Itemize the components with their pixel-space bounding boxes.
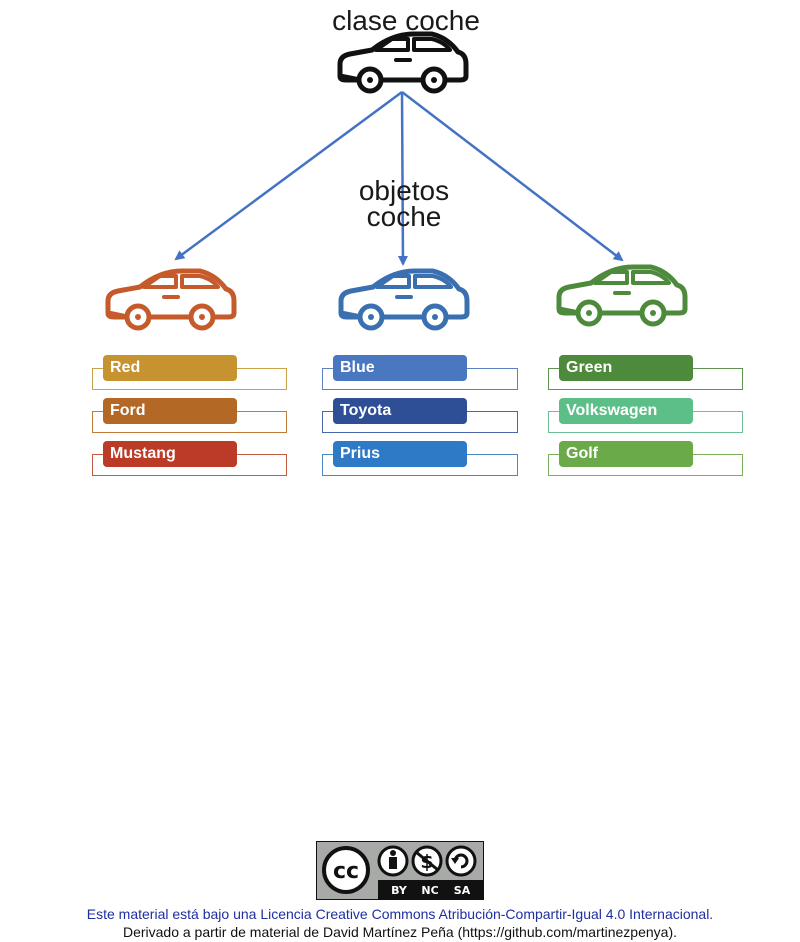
cc-by-nc-sa-badge[interactable]: cc $ BY NC SA bbox=[316, 841, 484, 900]
badge-label-by: BY bbox=[391, 884, 408, 897]
attribute-tag: Ford bbox=[103, 398, 237, 424]
class-car-icon bbox=[340, 34, 466, 91]
badge-label-nc: NC bbox=[421, 884, 438, 897]
arrow-to-object-2 bbox=[397, 91, 408, 266]
attribute-tag: Red bbox=[103, 355, 237, 381]
attribute-tag: Volkswagen bbox=[559, 398, 693, 424]
class-label: clase coche bbox=[332, 5, 480, 36]
sa-icon bbox=[445, 845, 477, 877]
attribute-tag: Toyota bbox=[333, 398, 467, 424]
svg-text:cc: cc bbox=[333, 859, 359, 884]
attribute-tag: Prius bbox=[333, 441, 467, 467]
object-car-icon-2 bbox=[341, 271, 467, 328]
attribute-tag: Mustang bbox=[103, 441, 237, 467]
objects-label: objetos coche bbox=[358, 175, 450, 232]
attribute-tag: Golf bbox=[559, 441, 693, 467]
license-text-link[interactable]: Este material está bajo una Licencia Cre… bbox=[86, 906, 714, 922]
arrow-to-object-1 bbox=[174, 90, 403, 261]
badge-label-sa: SA bbox=[454, 884, 471, 897]
attribution-text: Derivado a partir de material de David M… bbox=[122, 924, 678, 940]
arrow-to-object-3 bbox=[401, 91, 624, 262]
object-car-icon-3 bbox=[559, 267, 685, 324]
attribute-tag: Blue bbox=[333, 355, 467, 381]
attribute-tag: Green bbox=[559, 355, 693, 381]
object-car-icon-1 bbox=[108, 271, 234, 328]
